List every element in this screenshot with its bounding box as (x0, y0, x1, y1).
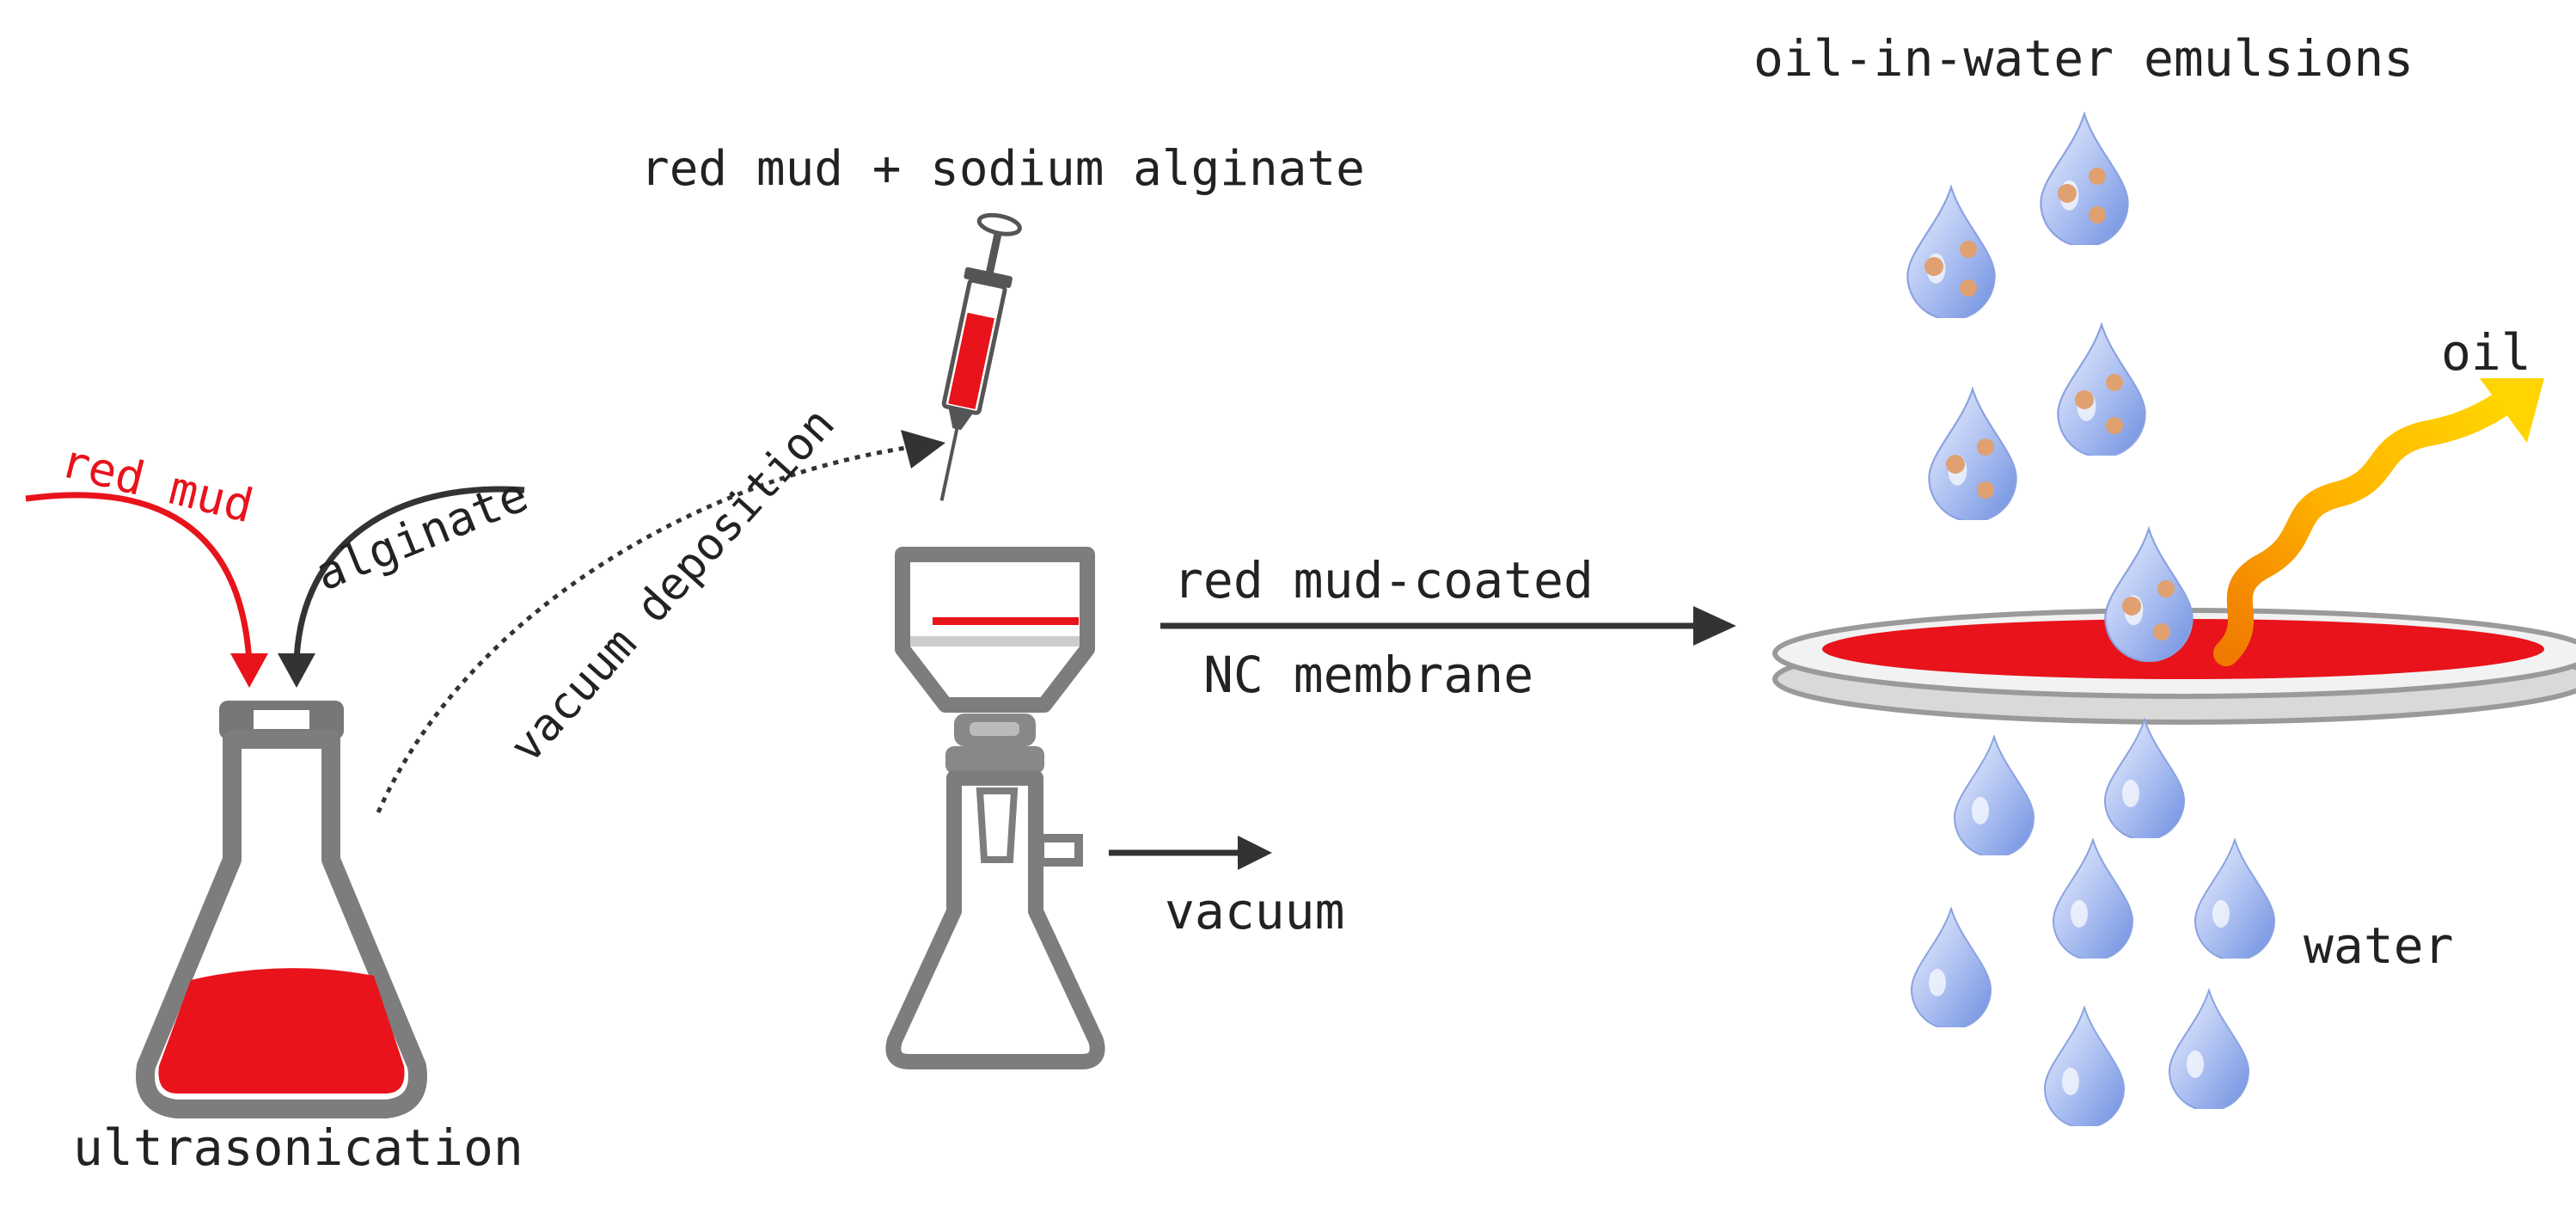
water-drop-icon (2044, 1007, 2125, 1126)
red-mud-arrow (25, 492, 253, 663)
water-drop-icon (2040, 113, 2129, 245)
syringe-icon (939, 212, 1022, 501)
membrane-arrow (1160, 606, 1736, 646)
filter-funnel-icon (885, 547, 1105, 1069)
vacuum-deposition-arrow: vacuum deposition (376, 398, 945, 814)
emulsion-drops (1906, 113, 2146, 520)
water-drop-icon (1928, 388, 2017, 520)
water-label: water (2304, 916, 2454, 975)
membrane-label-line2: NC membrane (1203, 646, 1533, 704)
water-drop-icon (2057, 323, 2146, 456)
syringe-contents-label: red mud + sodium alginate (640, 141, 1365, 197)
ultrasonication-label: ultrasonication (73, 1118, 523, 1177)
red-mud-label: red mud (56, 433, 259, 533)
oil-arrow-icon (2213, 378, 2544, 666)
flask-group: red mud alginate ultrasonication (25, 433, 535, 1177)
water-drop-icon (1911, 908, 1992, 1027)
membrane-disc-icon (1772, 608, 2576, 725)
vacuum-deposition-label: vacuum deposition (500, 398, 845, 773)
alginate-arrow (293, 486, 525, 663)
water-drop-icon (2053, 839, 2133, 959)
alginate-label: alginate (308, 468, 535, 602)
vacuum-label: vacuum (1165, 882, 1345, 940)
water-drop-icon (2104, 528, 2194, 662)
filtered-water-drops (1911, 719, 2275, 1126)
flask-icon (136, 701, 427, 1118)
vacuum-arrow (1109, 836, 1272, 870)
water-drop-icon (1954, 736, 2034, 855)
oil-label: oil (2441, 323, 2531, 382)
emulsions-label: oil-in-water emulsions (1753, 29, 2414, 88)
water-drop-icon (2194, 839, 2275, 959)
membrane-label-line1: red mud-coated (1173, 551, 1594, 610)
water-drop-icon (1906, 186, 1996, 318)
water-drop-icon (2169, 989, 2249, 1109)
water-drop-icon (2104, 719, 2185, 838)
